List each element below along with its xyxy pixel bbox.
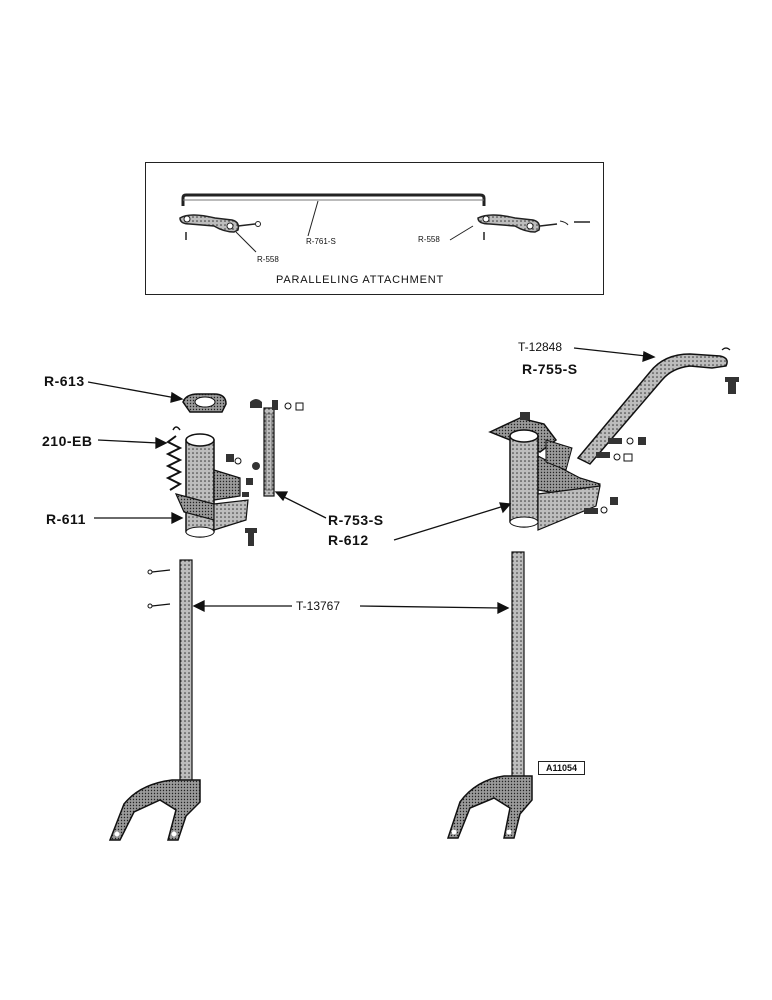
label-r753s: R-753-S [328,512,384,528]
bracket-r612 [488,412,601,531]
casting-hardware [226,454,260,546]
label-t12848: T-12848 [518,340,563,354]
right-shank [446,551,533,839]
label-t13767: T-13767 [296,599,341,613]
clamp-r613 [182,393,227,413]
label-r558-left: R-558 [257,255,279,264]
left-shank [108,559,201,841]
spring-210eb [165,426,183,491]
label-r613: R-613 [44,373,85,389]
label-r612: R-612 [328,532,369,548]
label-r558-right: R-558 [418,235,440,244]
label-210eb: 210-EB [42,433,93,449]
inset-title: PARALLELING ATTACHMENT [276,274,444,286]
label-r755s: R-755-S [522,361,578,377]
figure-id-tag: A11054 [538,761,585,775]
casting-r611 [174,433,249,538]
left-paralleling-arm [179,214,261,240]
paralleling-rod [181,193,486,206]
inset-frame [145,162,604,295]
slotted-bar-r753s [250,399,304,497]
leader-lines [87,347,656,615]
right-paralleling-arm [477,214,590,240]
bracket-hardware [584,437,646,514]
label-r611: R-611 [46,511,86,527]
handle-r755s [576,347,739,465]
label-r761s: R-761-S [306,237,336,246]
